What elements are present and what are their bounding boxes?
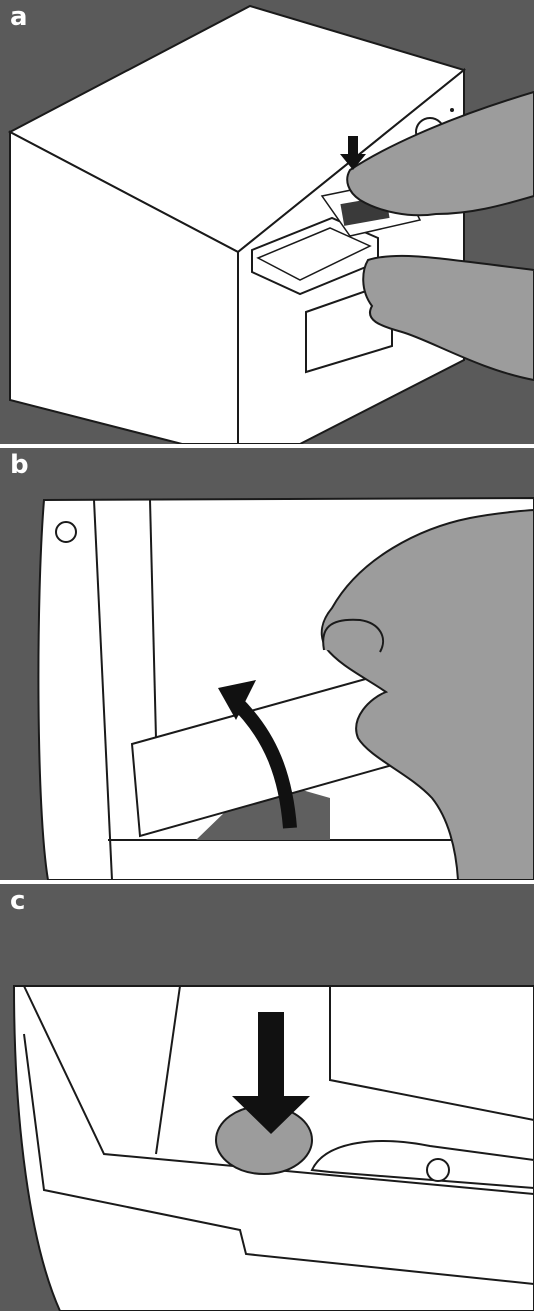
panel-c: c: [0, 884, 534, 1311]
panel-a-label: a: [10, 4, 28, 30]
panel-b-illustration: [0, 448, 534, 880]
press-arrow-icon: [258, 1012, 284, 1100]
panel-b-label: b: [10, 452, 29, 478]
push-arrow-icon: [348, 136, 358, 154]
panel-c-label: c: [10, 888, 25, 914]
panel-b: b: [0, 448, 534, 880]
screw-circle: [56, 522, 76, 542]
panel-a-illustration: [0, 0, 534, 444]
panel-a: a: [0, 0, 534, 444]
panel-c-illustration: [0, 884, 534, 1311]
